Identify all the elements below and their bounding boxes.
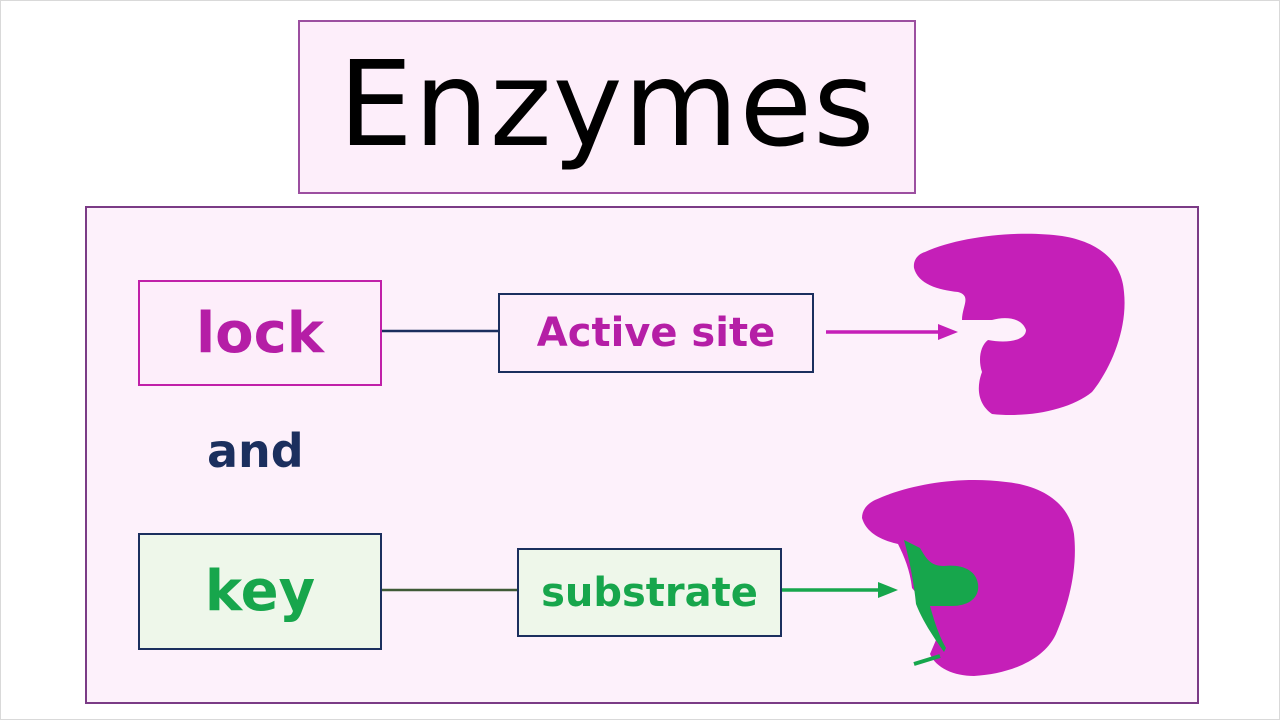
substrate-tail [913, 654, 941, 666]
enzyme-shape [913, 233, 1125, 416]
and-label: and [207, 424, 304, 478]
lock-label-box: lock [138, 280, 382, 386]
key-label: key [204, 559, 316, 624]
substrate-label-box: substrate [517, 548, 782, 637]
substrate-arrow [782, 582, 898, 598]
title-box: Enzymes [298, 20, 916, 194]
active-site-label-box: Active site [498, 293, 814, 373]
active-site-label: Active site [536, 310, 776, 356]
substrate-shape [904, 540, 979, 652]
active-site-arrow [826, 324, 958, 340]
key-label-box: key [138, 533, 382, 650]
substrate-label: substrate [541, 569, 758, 616]
lock-label: lock [195, 300, 325, 366]
slide-title: Enzymes [338, 35, 876, 173]
